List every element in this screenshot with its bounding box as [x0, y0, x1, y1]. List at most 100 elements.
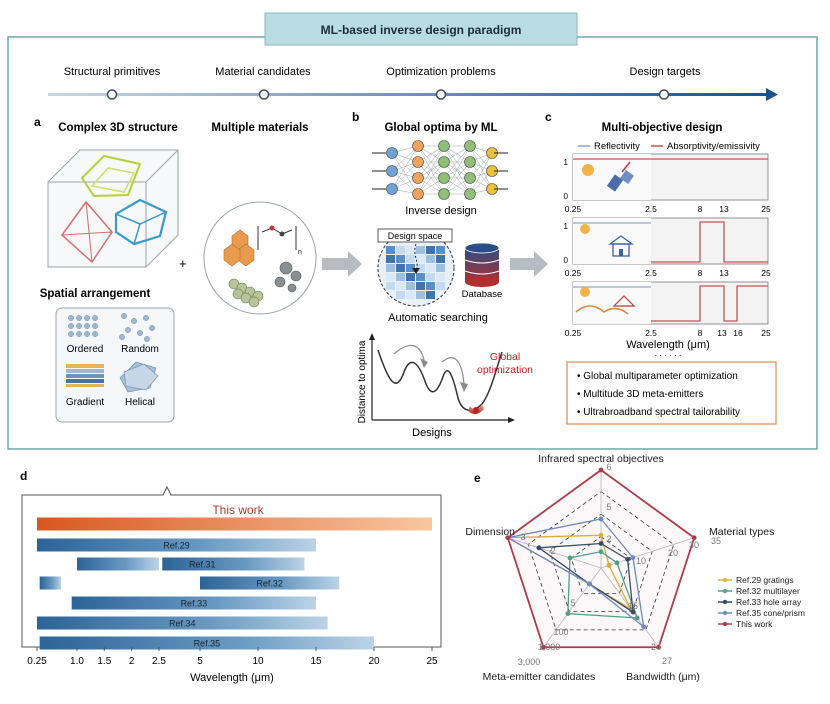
timeline-stage-1: Structural primitives [64, 66, 161, 78]
panel-d-chart: d This workRef.29Ref.31Ref.32Ref.33Ref.3… [20, 469, 442, 684]
radar-grid-ring [527, 491, 675, 631]
row3-tick-0.25: 0.25 [565, 328, 582, 338]
radar-spoke [543, 567, 602, 648]
timeline-arrowhead [766, 88, 778, 101]
label-ref-32: Ref.32 [256, 579, 283, 589]
radar-point [630, 555, 636, 561]
row2-tick-13: 13 [719, 268, 729, 278]
design-space-cell [406, 255, 415, 263]
radar-series-ref-33-hole-array [537, 542, 634, 614]
design-space-cell [416, 273, 425, 281]
bar-this-work-0 [37, 517, 432, 531]
panel-a: a Complex 3D structure Multiple material… [34, 115, 317, 423]
panel-b-title: Global optima by ML [384, 122, 497, 134]
nn-node [412, 172, 424, 184]
helical-arrangement-icon [119, 361, 159, 393]
nn-node [438, 188, 450, 200]
tick-candidates-100: 100 [553, 627, 568, 637]
radar-point [598, 516, 604, 522]
bar-ref-31-0 [77, 557, 159, 571]
design-space-cell [396, 264, 405, 272]
design-space-cell [396, 291, 405, 299]
design-space-cell [426, 255, 435, 263]
nn-node [412, 156, 424, 168]
panel-c-letter: c [545, 110, 552, 124]
design-space-cell [416, 282, 425, 290]
nn-node [438, 140, 450, 152]
inverse-design-caption: Inverse design [405, 205, 477, 217]
nn-node [386, 183, 398, 195]
label-ref-35: Ref.35 [194, 639, 221, 649]
legend-ref-32-multilayer: Ref.32 multilayer [736, 586, 800, 596]
label-ref-29: Ref.29 [163, 541, 190, 551]
random-label: Random [121, 344, 159, 355]
design-space-cell [406, 264, 415, 272]
panel-b: b Global optima by ML Inverse design Des… [352, 110, 533, 439]
design-space-cell [396, 282, 405, 290]
radar-grid-ring [549, 513, 653, 613]
design-space-cell [396, 246, 405, 254]
radar-point [606, 563, 612, 568]
legend-marker [722, 599, 728, 605]
label-ref-31: Ref.31 [189, 560, 216, 570]
row1-y-tick-0: 0 [564, 192, 569, 201]
radar-point [540, 644, 546, 650]
design-space-cell [396, 255, 405, 263]
row1-tick-25: 25 [761, 204, 771, 214]
nn-node [412, 188, 424, 200]
row2-y-tick-0: 0 [564, 256, 569, 265]
design-space-cell [406, 273, 415, 281]
bullet-2: • Multitude 3D meta-emitters [577, 389, 703, 400]
molecule-subscript: n [298, 249, 302, 256]
row2-tick-8: 8 [698, 268, 703, 278]
tick-candidates-5: 5 [570, 598, 575, 608]
bar-ref-29-0 [37, 538, 316, 552]
radar-point [630, 609, 636, 615]
tick-materials-10: 10 [636, 556, 646, 566]
bar-ref-34-0 [37, 616, 328, 630]
row1-y-tick-1: 1 [564, 158, 569, 167]
bar-ref-33-0 [71, 596, 317, 610]
row1-tick-13: 13 [719, 204, 729, 214]
legend-absorptivity: Absorptivity/emissivity [667, 141, 760, 152]
panel-e-letter: e [474, 471, 481, 485]
nn-node [464, 188, 476, 200]
radar-axis-label-bandwidth-m-: Bandwidth (μm) [626, 671, 700, 683]
radar-axis-label-infrared-spectral-objectives: Infrared spectral objectives [538, 453, 663, 465]
radar-point [634, 615, 640, 621]
radar-series-ref-35-cone-prism [505, 518, 645, 629]
design-space-cell [406, 291, 415, 299]
tick-bandwidth-27: 27 [662, 656, 672, 666]
design-space-cell [416, 255, 425, 263]
tick-dimension-3: 3 [520, 532, 525, 542]
timeline-line [48, 93, 766, 96]
desert-scene-icon [575, 287, 636, 315]
automatic-searching-label: Automatic searching [388, 312, 488, 324]
database-label: Database [462, 289, 503, 300]
x-tick-label: 2.5 [152, 656, 166, 667]
design-space-cell [386, 273, 395, 281]
radar-point [598, 532, 604, 538]
label-ref-34: Ref.34 [169, 619, 196, 629]
gradient-label: Gradient [66, 397, 105, 408]
tick-bandwidth-24: 24 [651, 642, 661, 652]
legend-marker [722, 588, 728, 594]
radar-point [625, 556, 631, 562]
legend-marker [722, 577, 728, 583]
radar-point [598, 467, 604, 473]
nn-node [438, 156, 450, 168]
design-space-cell [416, 291, 425, 299]
x-tick-label: 20 [368, 656, 380, 667]
tick-objectives-2: 2 [606, 534, 611, 544]
design-space-cell [426, 246, 435, 254]
spectrum-row-1: 1 0 0.25 2.5 8 13 25 [564, 153, 771, 214]
plot-x-label: Designs [412, 427, 452, 439]
legend-ref-35-cone-prism: Ref.35 cone/prism [736, 608, 805, 618]
design-space-cell [436, 255, 445, 263]
nn-node [464, 172, 476, 184]
optimization-landscape-plot: Distance to optima Designs Global optimi… [357, 333, 533, 439]
label-ref-33: Ref.33 [181, 599, 208, 609]
timeline-node-2 [258, 89, 270, 100]
